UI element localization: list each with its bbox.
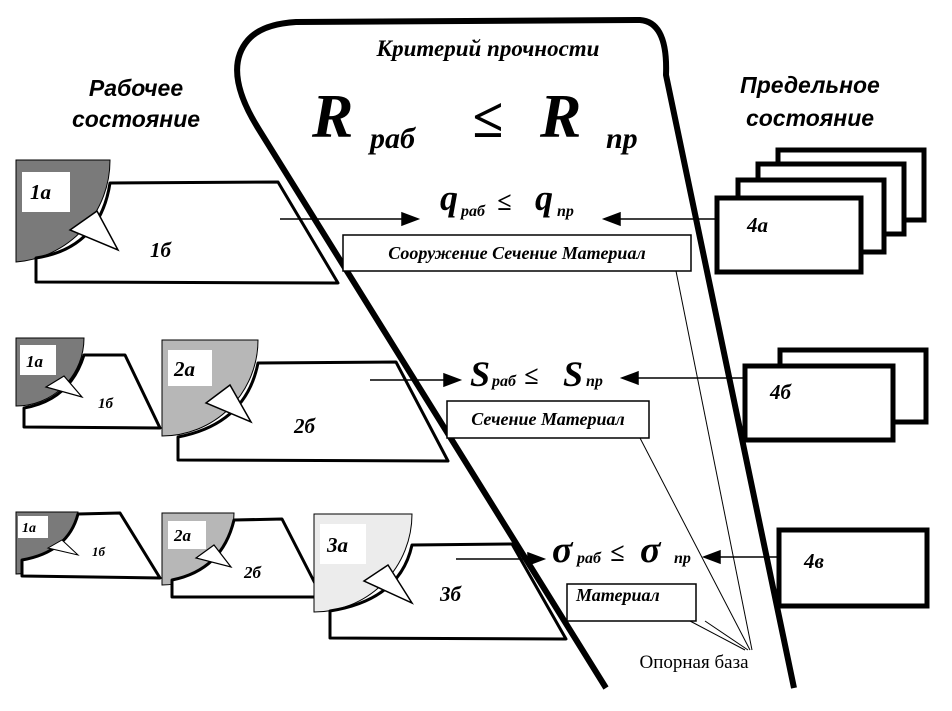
row3-formula-main-left: σ bbox=[552, 529, 574, 571]
row2-label-2b: 2б bbox=[293, 414, 317, 438]
row3-label-1a: 1а bbox=[22, 521, 36, 536]
row1-scope-label: Сооружение Сечение Материал bbox=[388, 243, 645, 263]
row3-formula-sub-left: раб bbox=[575, 550, 602, 567]
row2-label-box-2a bbox=[168, 350, 212, 386]
row1-scope-box bbox=[342, 234, 692, 272]
criterion-funnel bbox=[234, 17, 797, 690]
row2-scope-box bbox=[446, 400, 650, 439]
limit-label-4v: 4в bbox=[803, 549, 825, 573]
limit-label-4a: 4а bbox=[746, 213, 768, 237]
row3-formula-sub-right: пр bbox=[674, 550, 691, 567]
row2-trapezoid-1b bbox=[22, 353, 162, 430]
right-heading-line2: состояние bbox=[746, 105, 874, 131]
main-formula-r-right: R bbox=[539, 83, 581, 151]
row3-label-3a: 3а bbox=[326, 533, 348, 557]
row2-label-1b: 1б bbox=[98, 396, 114, 412]
left-heading-line2: состояние bbox=[72, 106, 200, 132]
row2-trapezoid-2b bbox=[176, 360, 450, 463]
row3-label-3b: 3б bbox=[439, 582, 463, 606]
row3-label-2b: 2б bbox=[243, 563, 263, 582]
row2-formula-sub-right: пр bbox=[586, 373, 603, 390]
row3-label-box-2a bbox=[168, 521, 206, 549]
row1-label-box-1a bbox=[22, 172, 70, 212]
row1-pointer-arrow bbox=[68, 209, 120, 252]
row2-pointer-arrow-1 bbox=[44, 375, 84, 399]
row1-formula-sub-right: пр bbox=[557, 203, 574, 220]
row3-label-box-3a bbox=[320, 524, 366, 564]
row1-formula-main-left: q bbox=[440, 178, 458, 218]
limit-state-4v bbox=[776, 527, 930, 609]
row3-trapezoid-2b bbox=[170, 517, 324, 599]
row2-working-state: 1а 1б 2а 2б bbox=[15, 337, 450, 463]
row1-label-1a: 1а bbox=[30, 180, 51, 204]
row3-formula-op: ≤ bbox=[610, 538, 624, 567]
limit-state-4a bbox=[714, 147, 927, 275]
main-formula-sub-left: раб bbox=[367, 122, 416, 155]
row1-formula-sub-left: раб bbox=[459, 203, 486, 220]
working-arrows bbox=[280, 211, 547, 567]
base-leader-lines bbox=[639, 270, 753, 651]
row3-working-state: 1а 1б 2а 2б 3а 3б bbox=[15, 511, 568, 641]
row3-formula-main-right: σ bbox=[640, 529, 662, 571]
row2-scope-label: Сечение Материал bbox=[471, 409, 625, 429]
row1-formula-main-right: q bbox=[535, 178, 553, 218]
main-formula-operator: ≤ bbox=[472, 88, 503, 150]
row3-pointer-arrow-1 bbox=[46, 539, 80, 556]
row1-criterion: q раб ≤ q пр Сооружение Сечение Материал bbox=[342, 178, 692, 272]
limit-state-4b bbox=[742, 347, 929, 443]
row1-trapezoid-1b bbox=[34, 180, 340, 285]
row1-label-1b: 1б bbox=[150, 238, 173, 262]
row2-formula-op: ≤ bbox=[524, 361, 538, 390]
limit-label-4b: 4б bbox=[769, 380, 793, 404]
row3-trapezoid-1b bbox=[20, 511, 162, 580]
row2-formula-main-right: S bbox=[563, 354, 583, 394]
base-label: Опорная база bbox=[639, 652, 749, 673]
row3-pointer-arrow-3 bbox=[362, 563, 414, 605]
right-heading-line1: Предельное bbox=[740, 72, 880, 98]
row3-pointer-arrow-2 bbox=[194, 544, 233, 569]
row2-label-box-1a bbox=[20, 345, 56, 375]
row3-label-box-1a bbox=[18, 516, 48, 538]
row3-scope-label: Материал bbox=[575, 585, 660, 605]
limit-arrows bbox=[601, 211, 780, 565]
row2-formula-sub-left: раб bbox=[490, 373, 517, 390]
left-heading-line1: Рабочее bbox=[89, 75, 183, 101]
main-formula-sub-right: пр bbox=[606, 122, 638, 155]
row2-label-1a: 1а bbox=[26, 352, 44, 371]
row1-working-state: 1а 1б bbox=[15, 159, 340, 285]
row3-trapezoid-3b bbox=[328, 542, 568, 641]
row2-criterion: S раб ≤ S пр Сечение Материал bbox=[446, 354, 650, 439]
row1-formula-op: ≤ bbox=[497, 187, 511, 216]
row2-pointer-arrow-2 bbox=[204, 383, 253, 424]
row3-label-1b: 1б bbox=[92, 544, 106, 559]
row3-criterion: σ раб ≤ σ пр Материал bbox=[552, 529, 697, 622]
criterion-title: Критерий прочности bbox=[376, 36, 600, 61]
row3-scope-box bbox=[566, 583, 697, 622]
main-formula-r-left: R bbox=[311, 83, 353, 151]
row2-label-2a: 2а bbox=[173, 357, 195, 381]
row3-label-2a: 2а bbox=[173, 526, 192, 545]
row2-formula-main-left: S bbox=[470, 354, 490, 394]
